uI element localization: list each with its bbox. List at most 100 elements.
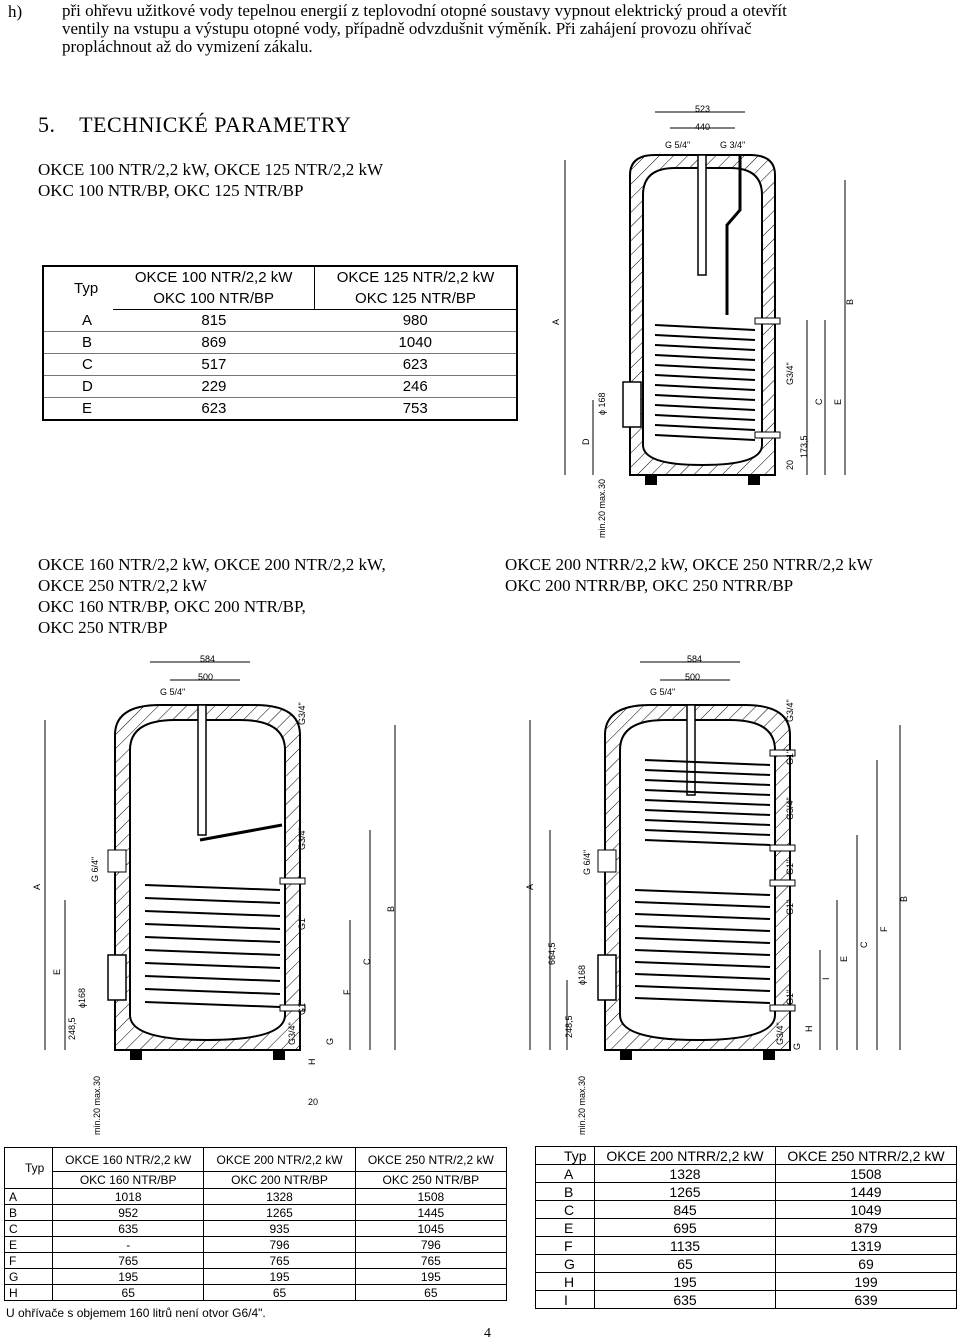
table-cell: 815	[113, 309, 315, 332]
table-cell: 796	[354, 1236, 508, 1253]
heater-drawing-ntr: 584 500 G 5/4" A E B C F G H G3/4" G3/4"…	[32, 654, 396, 1135]
row-label: C	[3, 1220, 54, 1237]
table-cell: 1328	[203, 1188, 356, 1205]
row-label: H	[534, 1272, 596, 1291]
row-label: B	[534, 1182, 596, 1201]
table-cell: 1265	[203, 1204, 356, 1221]
thread-label: G 3/4"	[720, 140, 745, 150]
row-label: H	[3, 1284, 54, 1301]
table-row: A 1328 1508	[534, 1164, 957, 1183]
table-cell: 1135	[594, 1236, 776, 1255]
row-label: F	[3, 1252, 54, 1269]
table-row: E 623 753	[43, 398, 517, 421]
group2-header: OKCE 160 NTR/2,2 kW, OKCE 200 NTR/2,2 kW…	[38, 554, 386, 638]
dim-label: G	[792, 1043, 802, 1050]
dim-label: G	[325, 1038, 335, 1045]
table-cell: 1449	[775, 1182, 957, 1201]
table-row: C 845 1049	[534, 1200, 957, 1219]
thread-label: G1"	[297, 1000, 307, 1015]
thread-label: G 6/4"	[90, 857, 100, 882]
table-row: B 952 1265 1445	[3, 1204, 508, 1221]
row-label: D	[43, 375, 114, 398]
table-cell: 65	[354, 1284, 508, 1301]
thread-label: G 5/4"	[160, 687, 185, 697]
group2-header-line: OKC 160 NTR/BP, OKC 200 NTR/BP,	[38, 597, 306, 616]
row-label: C	[534, 1200, 596, 1219]
table-cell: 796	[203, 1236, 356, 1253]
col-header: OKCE 125 NTR/2,2 kW	[313, 266, 517, 288]
dimension-table-small: Typ OKCE 100 NTR/2,2 kW OKCE 125 NTR/2,2…	[42, 265, 518, 421]
heater-drawing-ntrr: 584 500 G 5/4" A 664,5 248,5 ϕ168 G 6/4"…	[525, 654, 909, 1135]
section-title: 5. TECHNICKÉ PARAMETRY	[38, 112, 351, 138]
table-cell: 623	[201, 400, 227, 417]
thread-label: G3/4"	[785, 362, 795, 385]
dim-label: F	[342, 989, 352, 995]
intro-line: při ohřevu užitkové vody tepelnou energi…	[62, 1, 787, 20]
table-cell: 1040	[314, 331, 517, 354]
table-cell: 65	[594, 1254, 776, 1273]
dim-label: A	[525, 884, 535, 890]
table-cell: 1328	[594, 1164, 776, 1183]
dim-label: 248,5	[67, 1017, 77, 1040]
table-cell: 1319	[775, 1236, 957, 1255]
dim-label: B	[386, 906, 396, 912]
group3-header-line: OKC 200 NTRR/BP, OKC 250 NTRR/BP	[505, 576, 794, 595]
table-cell: 195	[594, 1272, 776, 1291]
dim-label: F	[879, 926, 889, 932]
section-title-text: TECHNICKÉ PARAMETRY	[79, 112, 352, 137]
dim-label: E	[833, 399, 843, 405]
table-cell: 980	[314, 309, 517, 332]
thread-label: G3/4"	[297, 827, 307, 850]
table-cell: 1265	[594, 1182, 776, 1201]
dim-label: 584	[687, 654, 702, 664]
col-header: OKC 200 NTR/BP	[203, 1171, 356, 1189]
table-cell: 195	[354, 1268, 508, 1285]
thread-label: G3/4"	[297, 702, 307, 725]
row-label: C	[43, 353, 114, 376]
table-row: D 229 246	[43, 375, 517, 398]
thread-label: G 5/4"	[650, 687, 675, 697]
table-cell: 1018	[52, 1188, 205, 1205]
table-cell: 765	[203, 1252, 356, 1269]
dim-label: A	[551, 319, 561, 325]
intro-line: ventily na vstupu a výstupu otopné vody,…	[62, 19, 752, 38]
table-row: E - 796 796	[3, 1236, 508, 1253]
dim-label: 20	[308, 1097, 318, 1107]
dim-label: H	[307, 1059, 317, 1066]
dimension-table-ntr: Typ OKCE 160 NTR/2,2 kW OKCE 200 NTR/2,2…	[3, 1146, 508, 1301]
dim-label: H	[804, 1026, 814, 1033]
dim-label: 584	[200, 654, 215, 664]
dim-label: I	[821, 977, 831, 980]
table-cell: 765	[354, 1252, 508, 1269]
dim-label: E	[52, 969, 62, 975]
col-header: OKCE 160 NTR/2,2 kW	[52, 1146, 205, 1173]
dim-label: 20	[785, 460, 795, 470]
table-row: F 765 765 765	[3, 1252, 508, 1269]
dim-label: B	[899, 896, 909, 902]
table-cell: 69	[775, 1254, 957, 1273]
col-header: OKCE 250 NTR/2,2 kW	[354, 1146, 508, 1173]
group2-header-line: OKC 250 NTR/BP	[38, 618, 168, 637]
table-cell: 635	[52, 1220, 205, 1237]
table-cell: 199	[775, 1272, 957, 1291]
thread-label: G3/4"	[785, 797, 795, 820]
table-row: B 869 1040	[43, 331, 517, 354]
thread-label: G 6/4"	[582, 850, 592, 875]
table-cell: 65	[52, 1284, 205, 1301]
thread-label: G1"	[785, 750, 795, 765]
page-number: 4	[484, 1326, 491, 1341]
table-cell: 1045	[354, 1220, 508, 1237]
dim-label: ϕ 168	[597, 392, 607, 415]
table-cell: 246	[314, 375, 517, 398]
table-note: U ohřívače s objemem 160 litrů není otvo…	[6, 1306, 266, 1320]
group2-header-line: OKCE 160 NTR/2,2 kW, OKCE 200 NTR/2,2 kW…	[38, 555, 386, 574]
table-cell: 623	[314, 353, 517, 376]
row-label: I	[534, 1290, 596, 1309]
list-marker: h)	[8, 2, 23, 21]
thread-label: G1"	[785, 990, 795, 1005]
table-row: C 517 623	[43, 353, 517, 376]
dim-label: C	[859, 941, 869, 948]
group1-header-line: OKCE 100 NTR/2,2 kW, OKCE 125 NTR/2,2 kW	[38, 160, 384, 179]
table-cell: 1508	[354, 1188, 508, 1205]
table-row: I 635 639	[534, 1290, 957, 1309]
